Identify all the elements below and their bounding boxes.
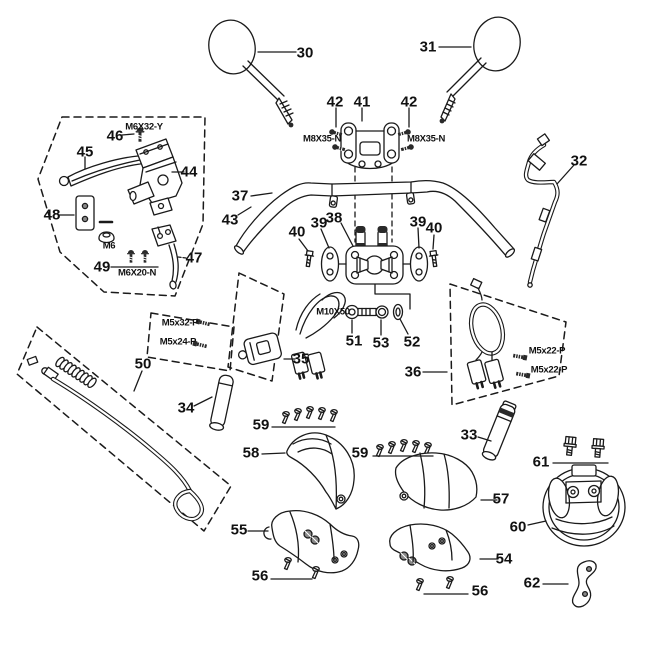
callout-47: 47 [185,249,203,267]
callout-48: 48 [43,206,61,224]
right-cover-group-drawing [375,438,478,592]
callout-32: 32 [570,152,588,170]
callout-40-right: 40 [425,219,443,237]
callout-51: 51 [345,332,363,350]
callout-59-right: 59 [351,444,369,462]
callout-45: 45 [76,143,94,161]
axle-bolt-drawing [344,303,404,321]
callout-52: 52 [403,333,421,351]
callout-34: 34 [177,399,195,417]
callout-33: 33 [460,426,478,444]
mirror-right-drawing [439,16,521,124]
callout-36: 36 [404,363,422,381]
callout-54: 54 [495,550,513,568]
label-m8x35-n-left: M8X35-N [302,133,342,145]
callout-56-left: 56 [251,567,269,585]
left-cover-group-drawing [263,405,360,580]
label-m6x32-y: M6X32-Y [125,121,163,133]
label-m5x22-p-bottom: M5x22-P [530,364,568,376]
callout-30: 30 [296,44,314,62]
callout-61: 61 [532,453,550,471]
instrument-group-drawing [542,435,626,608]
callout-42-right: 42 [400,93,418,111]
callout-38: 38 [325,209,343,227]
leader-lines [58,46,609,595]
projection-lines [354,166,411,310]
callout-44: 44 [180,163,198,181]
label-m10x50: M10X50 [316,306,350,318]
mirror-left-drawing [208,19,294,128]
label-m5x22-p-top: M5x22-P [528,345,566,357]
callout-31: 31 [419,38,437,56]
callout-55: 55 [230,521,248,539]
callout-59-left: 59 [252,416,270,434]
handlebar-drawing [233,179,516,258]
throttle-cable-drawing [523,133,560,288]
clutch-cable-group-drawing [26,355,205,522]
right-switch-group-drawing [466,277,532,461]
upper-holder-drawing [327,122,416,170]
label-m5x24-p: M5x24-P [159,336,197,348]
callout-57: 57 [492,490,510,508]
brake-lever-group-drawing [58,126,183,290]
callout-39-right: 39 [409,213,427,231]
callout-40-left: 40 [288,223,306,241]
callout-56-right: 56 [471,582,489,600]
callout-39-left: 39 [310,214,328,232]
callout-41: 41 [353,93,371,111]
callout-46: 46 [106,127,124,145]
callout-58: 58 [242,444,260,462]
callout-35: 35 [292,350,310,368]
left-switch-group-drawing [191,291,346,431]
callout-37: 37 [231,187,249,205]
callout-42-left: 42 [326,93,344,111]
callout-53: 53 [372,334,390,352]
callout-49: 49 [93,258,111,276]
callout-50: 50 [134,355,152,373]
label-m8x35-n-right: M8X35-N [406,133,446,145]
callout-60: 60 [509,518,527,536]
label-m5x32-p: M5x32-P [161,317,199,329]
callout-43: 43 [221,211,239,229]
lower-holder-drawing [303,226,440,285]
group-boxes [16,116,567,532]
label-m6: M6 [102,240,116,252]
callout-62: 62 [523,574,541,592]
label-m6x20-n: M6X20-N [117,267,157,279]
